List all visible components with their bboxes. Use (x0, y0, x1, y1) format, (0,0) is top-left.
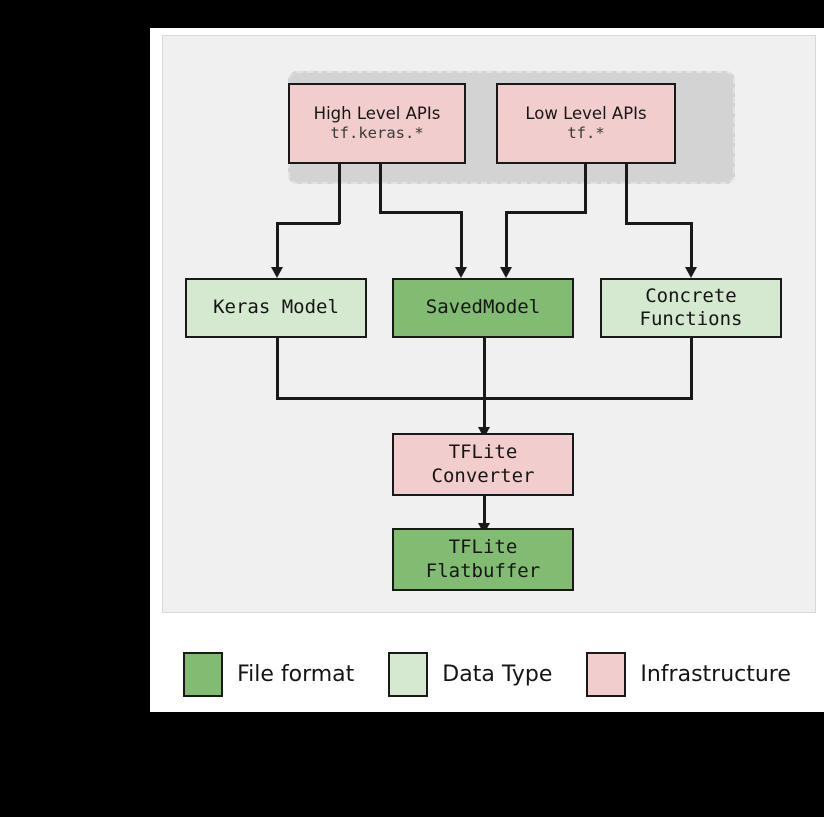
arrowhead-savedmodel-right (500, 267, 512, 278)
edge-converter-to-flatbuffer (483, 496, 486, 528)
node-keras-model[interactable]: Keras Model (185, 278, 367, 338)
edge-keras-to-bus-drop (276, 338, 279, 399)
node-tflite-converter-line1: TFLite (448, 441, 518, 464)
legend-item-data-type: Data Type (388, 651, 586, 697)
edge-hl-to-keras-descend (276, 222, 279, 270)
legend-item-file-format: File format (183, 651, 388, 697)
node-high-level-apis-subtitle: tf.keras.* (330, 124, 424, 143)
edge-ll-to-saved-descend (505, 211, 508, 270)
page-card: High Level APIs tf.keras.* Low Level API… (150, 28, 824, 712)
edge-hl-to-saved-drop (379, 163, 382, 213)
arrowhead-tflite-converter (478, 427, 490, 438)
edge-hl-to-keras-drop (338, 163, 341, 224)
arrowhead-savedmodel-left (455, 267, 467, 278)
edge-concrete-to-bus-drop (690, 338, 693, 399)
edge-saved-to-converter-spine (483, 338, 486, 431)
node-tflite-converter[interactable]: TFLite Converter (392, 433, 574, 496)
node-high-level-apis[interactable]: High Level APIs tf.keras.* (288, 83, 466, 164)
node-saved-model[interactable]: SavedModel (392, 278, 574, 338)
node-low-level-apis[interactable]: Low Level APIs tf.* (496, 83, 676, 164)
legend-label-infrastructure: Infrastructure (640, 661, 791, 687)
edge-ll-to-concrete-horizontal (625, 222, 693, 225)
edge-ll-to-concrete-descend (690, 222, 693, 270)
node-concrete-functions-line1: Concrete (645, 284, 737, 307)
legend-swatch-data-type (388, 651, 429, 697)
legend-label-data-type: Data Type (442, 661, 553, 687)
node-saved-model-label: SavedModel (425, 296, 541, 319)
arrowhead-keras-model (271, 267, 283, 278)
legend-swatch-file-format (183, 651, 224, 697)
edge-ll-to-concrete-drop (625, 163, 628, 224)
node-high-level-apis-title: High Level APIs (313, 103, 441, 123)
node-tflite-flatbuffer-line1: TFLite (448, 536, 518, 559)
node-concrete-functions-line2: Functions (639, 308, 743, 330)
edge-hl-to-saved-horizontal (379, 211, 463, 214)
arrowhead-concrete-functions (685, 267, 697, 278)
diagram-panel: High Level APIs tf.keras.* Low Level API… (162, 35, 816, 613)
legend: File format Data Type Infrastructure (150, 636, 824, 712)
node-tflite-flatbuffer-line2: Flatbuffer (425, 559, 541, 582)
edge-ll-to-saved-drop (584, 163, 587, 213)
legend-item-infrastructure: Infrastructure (586, 651, 791, 697)
edge-hl-to-keras-horizontal (276, 222, 340, 225)
edge-hl-to-saved-descend (460, 211, 463, 270)
node-tflite-converter-line2: Converter (431, 464, 535, 487)
node-low-level-apis-subtitle: tf.* (567, 124, 605, 143)
legend-label-file-format: File format (237, 661, 355, 687)
node-keras-model-label: Keras Model (213, 296, 339, 319)
node-tflite-flatbuffer[interactable]: TFLite Flatbuffer (392, 528, 574, 591)
node-concrete-functions[interactable]: Concrete Functions (600, 278, 782, 338)
node-low-level-apis-title: Low Level APIs (525, 103, 647, 123)
legend-swatch-infrastructure (586, 651, 627, 697)
edge-ll-to-saved-horizontal (505, 211, 587, 214)
